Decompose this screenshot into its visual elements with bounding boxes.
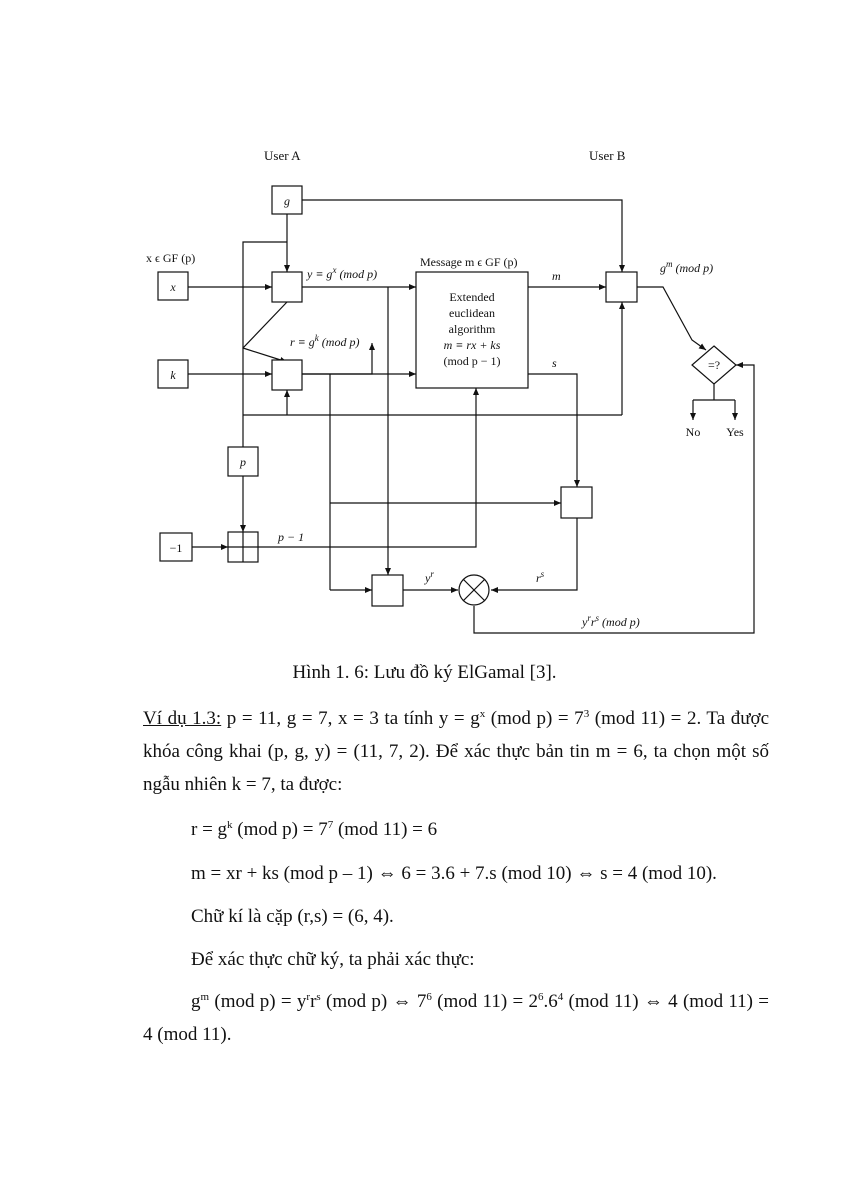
euclid-line-4: m ≡ rx + ks	[444, 338, 501, 352]
yr-label: yr	[424, 569, 434, 585]
x-input-label: x ϵ GF (p)	[146, 251, 195, 265]
yes-label: Yes	[726, 425, 744, 439]
gm-label: gm (mod p)	[660, 259, 713, 275]
k-box	[157, 359, 189, 389]
compare-diamond	[691, 345, 737, 385]
euclid-line-1: Extended	[449, 290, 494, 304]
y-compute-box	[271, 271, 303, 303]
r-label: r ≡ gk (mod p)	[290, 333, 359, 349]
x-box	[157, 271, 189, 301]
gm-compute-box	[605, 271, 638, 303]
message-label: Message m ϵ GF (p)	[420, 255, 518, 269]
p-box	[227, 446, 259, 477]
m-equation: m = xr + ks (mod p – 1) ⇔ 6 = 3.6 + 7.s …	[191, 863, 717, 884]
euclid-line-3: algorithm	[449, 322, 496, 336]
euclid-line-5: (mod p − 1)	[443, 354, 500, 368]
k-box-label: k	[170, 368, 176, 382]
neg1-box-label: −1	[170, 541, 183, 555]
user-b-label: User B	[589, 148, 626, 163]
p-minus-1-label: p − 1	[277, 530, 304, 544]
rs-compute-box	[560, 486, 593, 519]
g-box	[271, 185, 303, 215]
yrrs-label: yrrs (mod p)	[581, 613, 640, 629]
neg1-box	[159, 532, 193, 562]
s-label: s	[552, 356, 557, 370]
signature-line: Chữ kí là cặp (r,s) = (6, 4).	[191, 906, 394, 927]
x-box-label: x	[169, 280, 176, 294]
example-label: Ví dụ 1.3:	[143, 708, 222, 729]
m-label: m	[552, 269, 561, 283]
r-compute-box	[271, 359, 303, 391]
r-equation: r = gk (mod p) = 77 (mod 11) = 6	[191, 819, 438, 840]
euclid-line-2: euclidean	[449, 306, 495, 320]
diagram-wires	[188, 199, 755, 634]
figure-caption: Hình 1. 6: Lưu đồ ký ElGamal [3].	[292, 662, 557, 683]
euclid-box	[415, 271, 529, 389]
elgamal-signature-flowchart: User A User B	[146, 148, 755, 634]
compare-label: =?	[708, 358, 720, 372]
verify-equation: gm (mod p) = yrrs (mod p) ⇔ 76 (mod 11) …	[143, 991, 770, 1045]
no-label: No	[686, 425, 701, 439]
user-a-label: User A	[264, 148, 301, 163]
p-box-label: p	[239, 455, 246, 469]
y-label: y ≡ gx (mod p)	[306, 265, 377, 281]
example-paragraph: Ví dụ 1.3: p = 11, g = 7, x = 3 ta tính …	[143, 708, 769, 795]
rs-label: rs	[536, 569, 545, 585]
yr-compute-box	[371, 574, 404, 607]
g-box-label: g	[284, 194, 290, 208]
verify-intro: Để xác thực chữ ký, ta phải xác thực:	[191, 949, 475, 970]
